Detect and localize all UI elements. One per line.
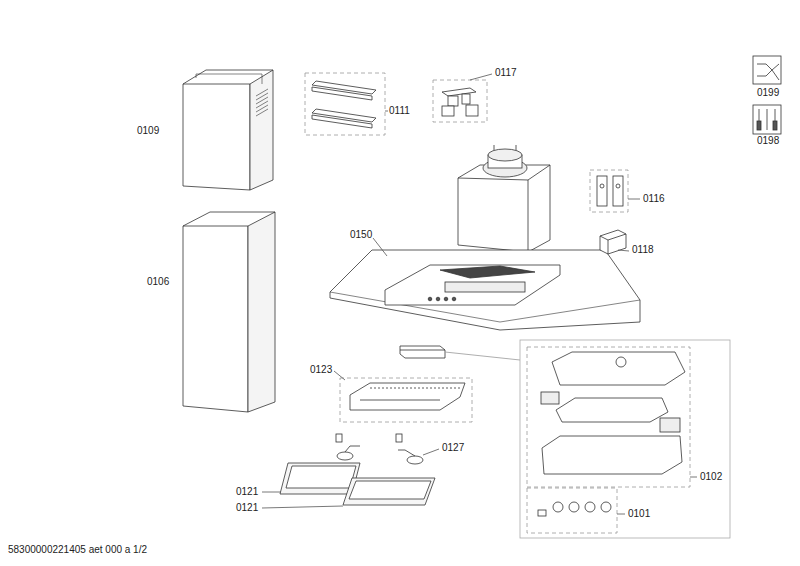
callout-number: 0116: [643, 193, 665, 205]
filter-handle: [336, 434, 423, 464]
leader-line: [423, 449, 439, 455]
lower-chimney: [183, 212, 275, 412]
leader-line: [628, 199, 640, 200]
leader-line: [618, 250, 629, 251]
callout-number: 0102: [700, 471, 722, 483]
electronics-group: [520, 340, 730, 538]
callout-number: 0127: [442, 442, 464, 454]
clip-set: [590, 170, 628, 212]
hood-canopy: [330, 250, 640, 330]
callout-number: 0150: [350, 229, 372, 241]
callout-number: 0123: [310, 364, 332, 376]
control-module: [400, 346, 520, 360]
grease-filter: [280, 463, 435, 505]
callout-number: 0101: [628, 508, 650, 520]
leader-line: [470, 74, 492, 80]
leader-line: [334, 371, 345, 380]
tools-icon: [753, 105, 781, 134]
tool-icon: [753, 56, 781, 84]
callout-number: 0118: [632, 244, 654, 256]
callout-number: 0111: [389, 105, 410, 117]
leader-line: [262, 492, 281, 493]
leader-line: [373, 238, 387, 256]
callout-number: 0121: [236, 502, 258, 514]
callout-number: 0106: [147, 276, 169, 288]
callout-number: 0121: [236, 486, 258, 498]
upper-chimney: [183, 70, 273, 190]
leader-line: [690, 477, 697, 478]
motor-housing: [458, 145, 550, 252]
fixing-kit: [433, 80, 487, 122]
callout-number: 0198: [757, 135, 779, 147]
document-number: 58300000221405 aet 000 a 1/2: [8, 544, 147, 556]
callout-number: 0199: [757, 87, 779, 99]
leader-line: [385, 111, 388, 112]
callout-number: 0109: [137, 125, 159, 137]
leader-line: [617, 514, 625, 515]
bracket-set: [305, 73, 385, 135]
filter-frame: [340, 378, 472, 422]
callout-number: 0117: [495, 67, 517, 79]
leader-line: [262, 506, 343, 508]
